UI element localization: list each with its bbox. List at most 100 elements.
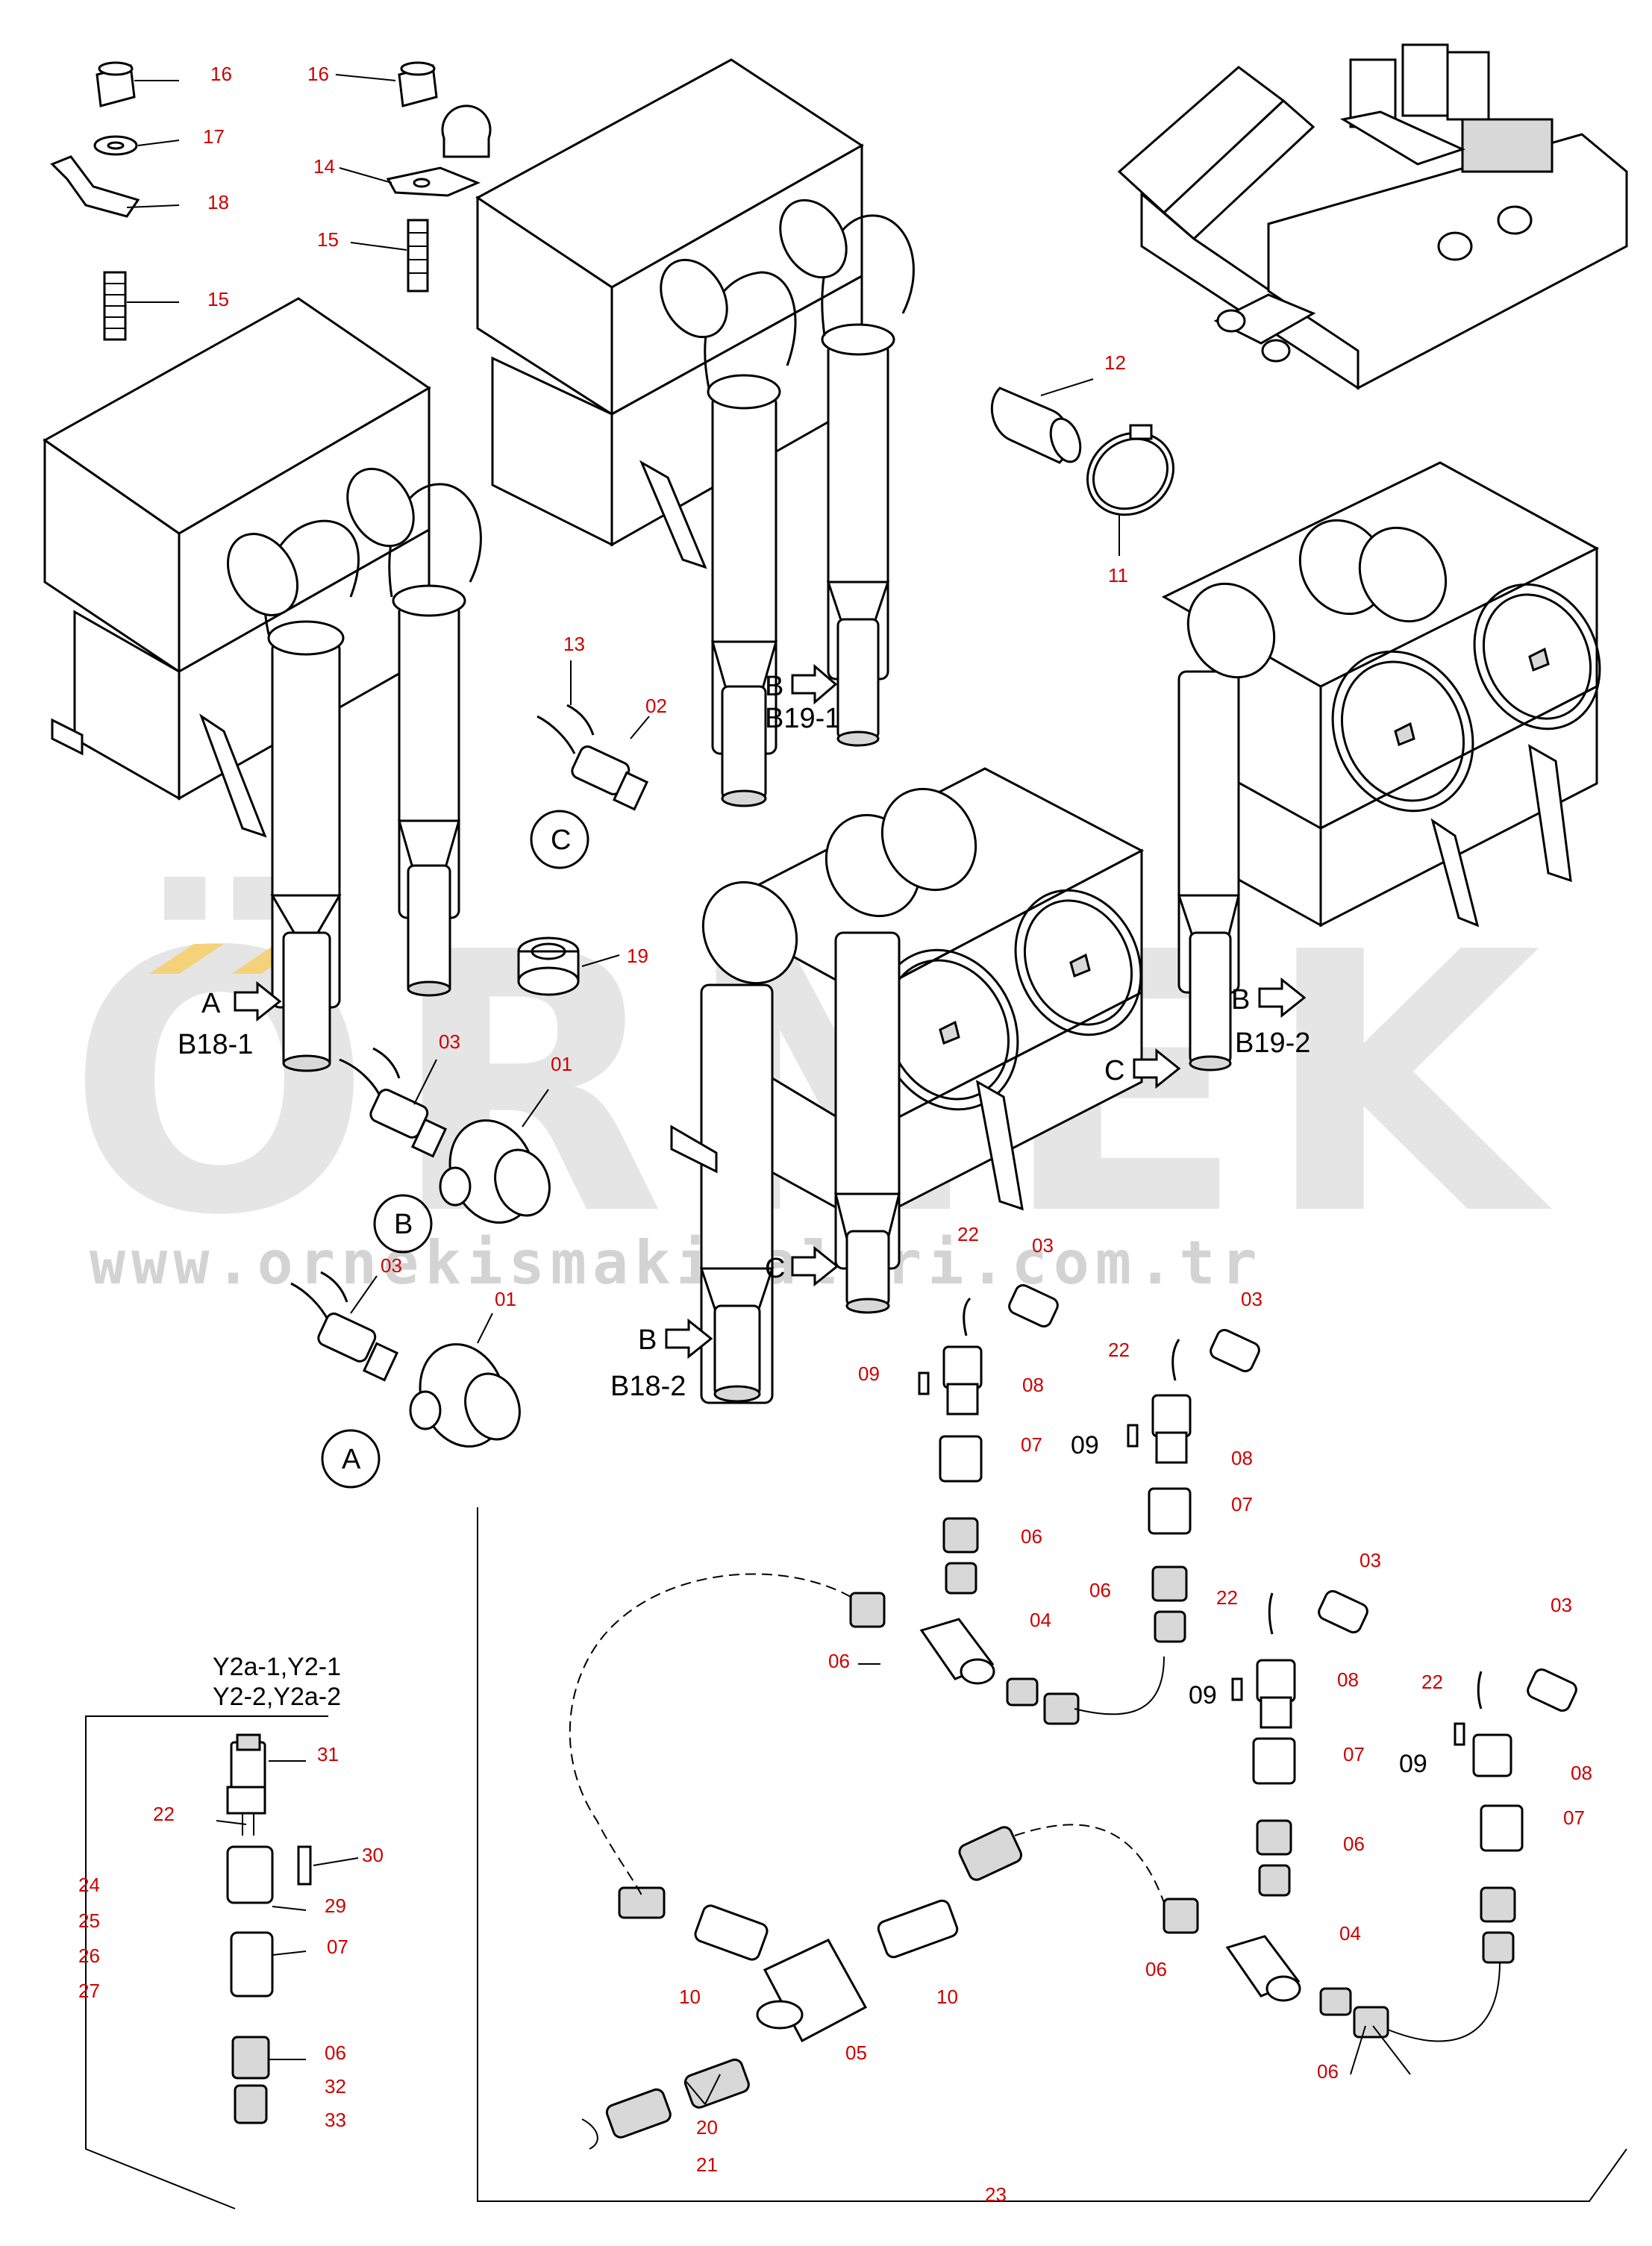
part-number-06-3: 06 [1089, 1579, 1111, 1601]
part-number-05: 05 [845, 2042, 867, 2064]
part-number-10-1: 10 [679, 1986, 701, 2008]
connector-02-plug [536, 704, 649, 811]
view-arrow-b-low: B B18-2 [610, 1318, 713, 1402]
view-arrow-b-low-letter: B [638, 1324, 657, 1356]
leader-lines [126, 74, 1411, 2105]
part-number-09-4: 09 [1399, 1750, 1427, 1778]
part-number-33: 33 [325, 2109, 346, 2131]
part-number-03-b: 03 [439, 1030, 460, 1053]
part-number-06-4: 06 [1343, 1833, 1365, 1855]
detail-circle-b [373, 1194, 433, 1254]
part-number-04-1: 04 [1030, 1609, 1051, 1631]
watermark-url: www.ornekismakinalari.com.tr [90, 1228, 1263, 1298]
part-number-16b: 16 [307, 63, 329, 85]
part-number-06-7: 06 [325, 2042, 346, 2064]
view-ref-b18-1: B18-1 [178, 1029, 253, 1060]
view-arrow-a-letter: A [201, 988, 221, 1019]
part-number-labels: 16 17 18 15 16 14 15 12 11 13 02 19 03 0… [78, 63, 1592, 2206]
connector-03-plug-a [290, 1271, 399, 1382]
part-number-12: 12 [1104, 351, 1126, 374]
detail-circle-a [321, 1429, 381, 1489]
hose-section-12 [990, 387, 1082, 464]
pneumatic-hoses [569, 1573, 1501, 2150]
part-number-08-2: 08 [1231, 1447, 1253, 1469]
part-number-22-1: 22 [957, 1223, 979, 1245]
part-number-22-3: 22 [1216, 1586, 1238, 1609]
valve-assembly-2 [1127, 1328, 1260, 1643]
connector-03-plug-b [339, 1047, 448, 1158]
hardware-stack-center [386, 61, 492, 293]
view-arrow-b-right: B B19-2 [1231, 977, 1310, 1059]
solenoid-detail: Y2a-1,Y2-1 Y2-2,Y2a-2 [85, 1653, 341, 2209]
part-number-22-5: 22 [153, 1803, 175, 1825]
part-number-08-1: 08 [1022, 1374, 1044, 1396]
part-number-19: 19 [627, 945, 648, 967]
part-number-17: 17 [203, 125, 225, 148]
sensor-01-b [439, 1119, 551, 1224]
part-number-03-2: 03 [1241, 1288, 1263, 1310]
part-number-02: 02 [645, 695, 667, 717]
part-number-29: 29 [325, 1895, 346, 1917]
washer-17 [93, 135, 138, 156]
valve-assembly-1 [918, 1283, 1059, 1595]
part-number-06-5: 06 [1145, 1958, 1167, 1980]
view-arrow-b-right-letter: B [1231, 984, 1250, 1016]
part-number-15: 15 [207, 288, 229, 310]
detail-circle-c [530, 810, 589, 869]
part-number-21: 21 [696, 2153, 718, 2176]
hose-clamp-11 [1086, 424, 1174, 516]
part-number-18: 18 [207, 191, 229, 213]
view-arrow-a: A B18-1 [178, 980, 282, 1060]
part-number-22-2: 22 [1108, 1339, 1130, 1361]
valve-assembly-3 [1231, 1589, 1368, 1897]
part-number-22-4: 22 [1421, 1671, 1443, 1693]
part-number-15b: 15 [317, 228, 339, 251]
detail-circle-c-label: C [551, 825, 571, 856]
view-ref-b19-1: B19-1 [765, 703, 840, 734]
assembly-boundary [477, 1507, 1627, 2202]
part-number-27: 27 [78, 1980, 100, 2002]
part-number-20: 20 [696, 2116, 718, 2139]
bracket-18 [50, 155, 140, 218]
sensor-01-a [409, 1343, 521, 1448]
part-number-11: 11 [1108, 564, 1128, 586]
part-number-04-2: 04 [1339, 1922, 1361, 1945]
solenoid-group-line2: Y2-2,Y2a-2 [213, 1683, 341, 1711]
part-number-01-a: 01 [495, 1288, 516, 1310]
valve-assembly-4 [1454, 1668, 1577, 1964]
part-number-25: 25 [78, 1909, 100, 1932]
part-number-03-3: 03 [1360, 1549, 1381, 1571]
part-number-06-6: 06 [1317, 2060, 1339, 2083]
clip-14 [441, 104, 492, 158]
part-number-07-2: 07 [1231, 1493, 1253, 1515]
part-number-24: 24 [78, 1874, 100, 1896]
view-arrow-c-right: C [1104, 1048, 1181, 1089]
filter-unit-left [43, 297, 482, 1072]
detail-circle-b-label: B [394, 1209, 413, 1240]
part-number-08-3: 08 [1337, 1668, 1359, 1691]
view-arrow-c-mid: C [765, 1245, 839, 1287]
part-number-14: 14 [313, 155, 335, 178]
part-number-07-1: 07 [1021, 1433, 1042, 1456]
watermark-accent-1 [149, 944, 224, 974]
filter-unit-right [1161, 461, 1601, 1072]
part-number-32: 32 [325, 2075, 346, 2098]
part-number-07-5: 07 [327, 1936, 348, 1958]
view-arrow-c-right-letter: C [1104, 1055, 1124, 1086]
view-arrow-b-top: B B19-1 [765, 663, 840, 734]
part-number-30: 30 [362, 1844, 384, 1866]
part-number-03-a: 03 [381, 1254, 402, 1277]
part-number-08-4: 08 [1571, 1762, 1592, 1784]
part-number-23: 23 [985, 2183, 1007, 2206]
view-arrow-c-mid-letter: C [765, 1253, 785, 1284]
part-number-26: 26 [78, 1945, 100, 1967]
part-number-07-3: 07 [1343, 1743, 1365, 1765]
hardware-stack-left [50, 61, 140, 341]
stud-15b [407, 219, 429, 293]
view-ref-b19-2: B19-2 [1235, 1027, 1310, 1059]
part-number-03-4: 03 [1551, 1594, 1572, 1616]
filter-unit-top [475, 58, 915, 807]
tee-fitting-05 [605, 1826, 1023, 2139]
tee-fitting-04-lower [1163, 1898, 1389, 2039]
